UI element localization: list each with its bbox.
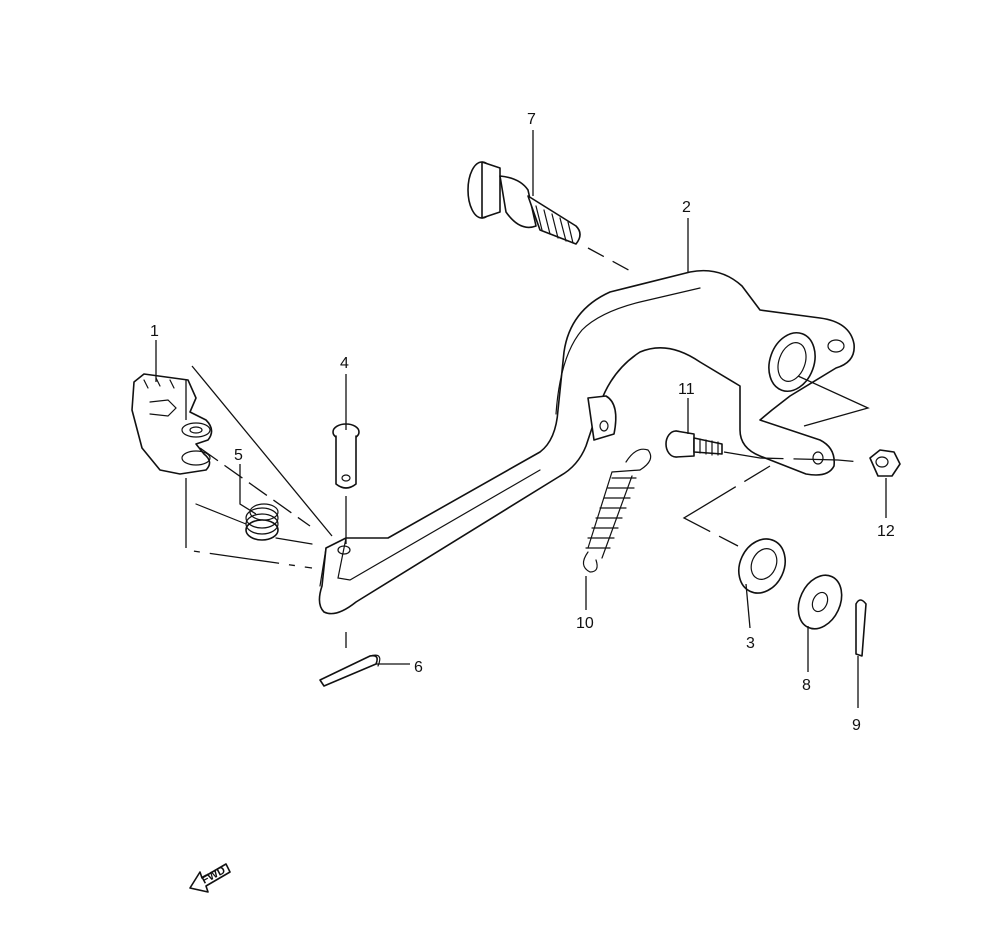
part-6-cotter-pin [319,654,381,687]
part-5-torsion-spring [195,503,313,545]
callout-5: 5 [234,447,243,464]
part-11-bolt [665,430,723,458]
part-1-clevis [131,373,213,475]
callout-10: 10 [576,615,594,632]
leader-lines [155,130,887,708]
part-12-nut [869,449,901,477]
part-4-clevis-pin [332,423,360,489]
part-3-bushing [738,538,786,594]
part-10-return-spring [582,448,652,573]
callout-8: 8 [802,677,811,694]
callout-labels: 7 2 1 4 11 5 12 10 3 6 8 9 [150,111,895,734]
part-9-cotter-pin [855,599,867,657]
callout-6: 6 [414,659,423,676]
fwd-arrow-icon: FWD [189,863,231,893]
callout-1: 1 [150,323,159,340]
callout-9: 9 [852,717,861,734]
callout-2: 2 [682,199,691,216]
callout-3: 3 [746,635,755,652]
part-8-washer [797,574,843,630]
part-2-brake-pedal [318,269,855,615]
callout-11: 11 [678,381,695,398]
callout-12: 12 [877,523,895,540]
callout-4: 4 [340,355,349,372]
callout-7: 7 [527,111,536,128]
part-7-pivot-bolt [467,161,581,245]
fwd-label: FWD [200,864,228,886]
